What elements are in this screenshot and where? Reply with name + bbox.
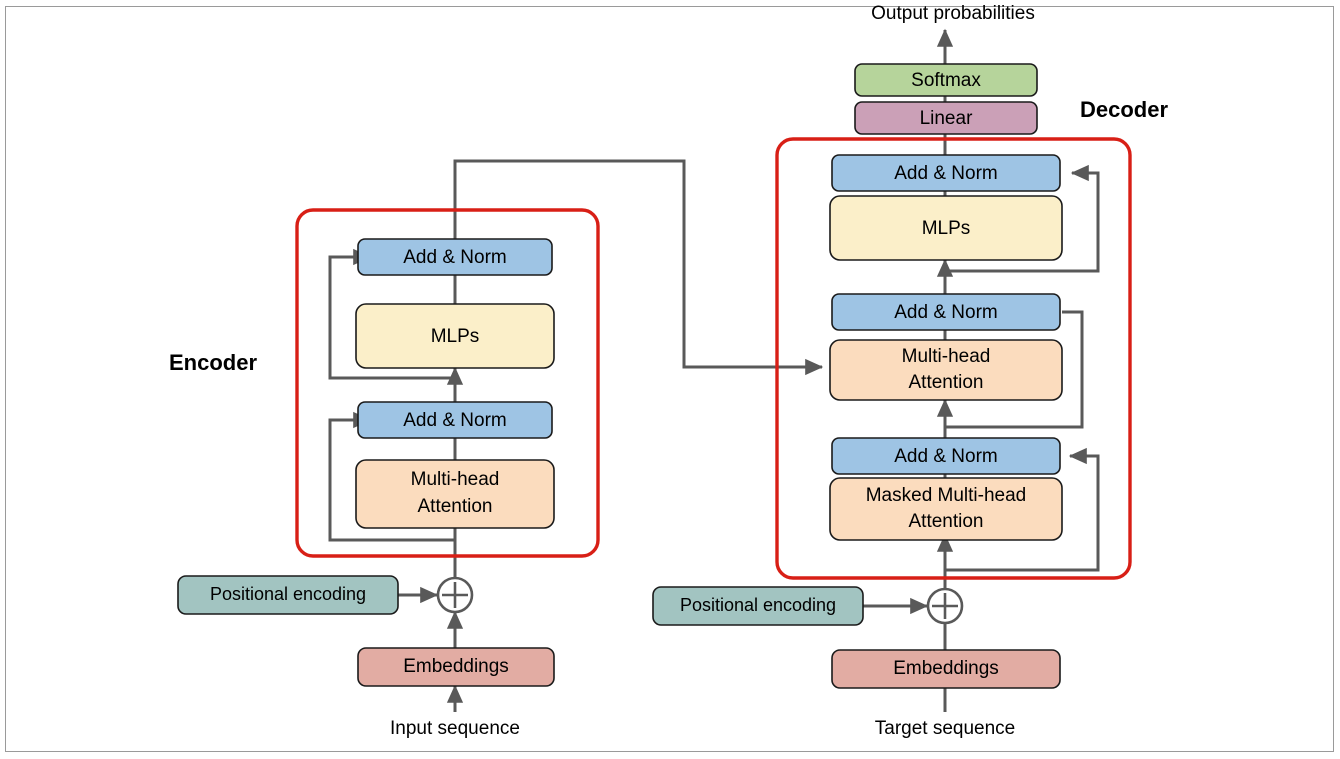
dec-cross-attention[interactable]: Multi-head Attention (829, 339, 1063, 401)
encoder-to-decoder-connection (453, 159, 824, 376)
enc-attention-label-line2: Attention (418, 496, 493, 517)
linear[interactable]: Linear (854, 101, 1038, 135)
enc-residual-1 (328, 411, 455, 542)
dec-embeddings-label: Embeddings (893, 658, 999, 679)
enc-add-norm-1[interactable]: Add & Norm (357, 401, 553, 439)
dec-add-norm-3-label: Add & Norm (894, 163, 997, 184)
dec-cross-attention-label-line2: Attention (909, 372, 984, 393)
input-sequence-label: Input sequence (390, 718, 520, 739)
dec-masked-attention-label-line1: Masked Multi-head (866, 485, 1027, 506)
softmax[interactable]: Softmax (854, 63, 1038, 97)
enc-add-norm-2-label: Add & Norm (403, 247, 506, 268)
enc-add-norm-2[interactable]: Add & Norm (357, 238, 553, 276)
softmax-label: Softmax (911, 70, 981, 91)
dec-masked-attention-label-line2: Attention (909, 511, 984, 532)
dec-mlps-label: MLPs (922, 218, 971, 239)
enc-attention[interactable]: Multi-head Attention (355, 459, 555, 529)
enc-mlps[interactable]: MLPs (355, 303, 555, 369)
outer-frame (5, 6, 1334, 752)
dec-residual-3 (945, 164, 1100, 273)
enc-residual-2 (328, 248, 455, 380)
dec-embeddings[interactable]: Embeddings (831, 649, 1061, 689)
enc-mlps-label: MLPs (431, 326, 480, 347)
encoder-group-box (295, 208, 600, 558)
dec-masked-attention[interactable]: Masked Multi-head Attention (829, 477, 1063, 541)
dec-positional-encoding[interactable]: Positional encoding (652, 586, 864, 626)
enc-embeddings-label: Embeddings (403, 656, 509, 677)
dec-cross-attention-label-line1: Multi-head (902, 346, 991, 367)
dec-add-norm-2-label: Add & Norm (894, 302, 997, 323)
dec-positional-encoding-label: Positional encoding (680, 595, 836, 615)
dec-add-norm-2[interactable]: Add & Norm (831, 293, 1061, 331)
dec-add-operator (926, 587, 964, 625)
enc-add-operator (436, 576, 474, 614)
dec-residual-2 (945, 310, 1084, 429)
dec-mlps[interactable]: MLPs (829, 195, 1063, 261)
dec-residual-1 (945, 447, 1100, 572)
decoder-group-label: Decoder (1080, 97, 1168, 122)
dec-add-norm-1-label: Add & Norm (894, 446, 997, 467)
enc-embeddings[interactable]: Embeddings (357, 647, 555, 687)
enc-add-norm-1-label: Add & Norm (403, 410, 506, 431)
target-sequence-label: Target sequence (875, 718, 1016, 739)
enc-attention-label-line1: Multi-head (411, 469, 500, 490)
encoder-group-label: Encoder (169, 350, 257, 375)
output-probabilities-label: Output probabilities (871, 3, 1035, 24)
decoder-group-box (775, 137, 1132, 580)
linear-label: Linear (920, 108, 973, 129)
enc-positional-encoding[interactable]: Positional encoding (177, 575, 399, 615)
dec-add-norm-3[interactable]: Add & Norm (831, 154, 1061, 192)
dec-add-norm-1[interactable]: Add & Norm (831, 437, 1061, 475)
enc-positional-encoding-label: Positional encoding (210, 584, 366, 604)
